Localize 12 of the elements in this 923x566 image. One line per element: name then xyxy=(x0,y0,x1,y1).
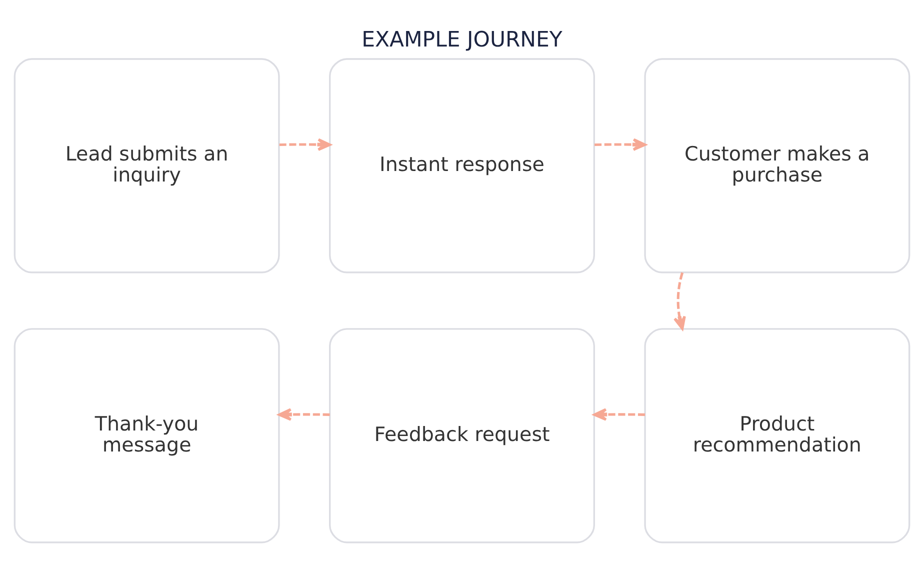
node-box: Feedback request xyxy=(328,328,594,544)
node-box: Lead submits an inquiry xyxy=(13,58,280,274)
arrow xyxy=(594,138,646,151)
arrow xyxy=(592,408,644,421)
node-box: Thank-you message xyxy=(13,328,280,544)
arrow xyxy=(278,408,330,421)
node-box: Product recommendation xyxy=(644,328,910,544)
node-box: Instant response xyxy=(328,58,594,274)
node-box: Customer makes a purchase xyxy=(644,58,910,274)
arrow xyxy=(672,272,686,330)
arrow xyxy=(278,138,331,151)
diagram-title: EXAMPLE JOURNEY xyxy=(361,26,562,52)
